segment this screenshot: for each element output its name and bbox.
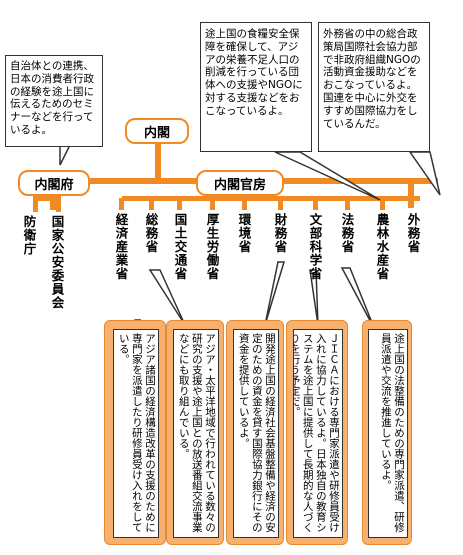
ministry-mext: 文部科学省 xyxy=(307,213,323,281)
detail-meti: アジア諸国の経済構造改革の支援のために専門家を派遣したり研修員受け入れをしている… xyxy=(113,329,159,538)
node-naikaku: 内閣 xyxy=(125,118,189,144)
detail-meti-panel: アジア諸国の経済構造改革の支援のために専門家を派遣したり研修員受け入れをしている… xyxy=(104,320,166,545)
detail-mof: 開発途上国の経済社会基盤整備や経済の安定のための資金を貸す国際協力銀行にその資金… xyxy=(233,329,279,538)
node-naikakufu: 内閣府 xyxy=(18,170,90,196)
ministry-moj: 法務省 xyxy=(339,213,355,254)
agency-kokka-koan: 国家公安委員会 xyxy=(49,215,65,310)
ministry-moe: 環境省 xyxy=(236,213,252,254)
note-maff: 途上国の食糧安全保障を確保して、アジアの栄養不足人口の削減を行っている団体への支… xyxy=(200,22,312,152)
detail-mext-panel: ＪＩＣＡにおける専門家派遣や研修員受け入れに協力しているよ。日本独自の教育システ… xyxy=(286,320,348,545)
detail-mof-panel: 開発途上国の経済社会基盤整備や経済の安定のための資金を貸す国際協力銀行にその資金… xyxy=(226,320,284,545)
ministry-mic: 総務省 xyxy=(143,213,159,254)
agency-boei: 防衛庁 xyxy=(21,215,37,256)
detail-mic-panel: アジア・太平洋地域で行われている数々の研究の支援や途上国との放送番組交流事業など… xyxy=(166,320,224,545)
node-kanbo: 内閣官房 xyxy=(196,170,284,196)
detail-moj: 途上国の法整備のための専門家派遣、研修員派遣や交流を推進しているよ。 xyxy=(368,329,408,538)
ministry-mlit: 国土交通省 xyxy=(172,213,188,281)
ministry-maff: 農林水産省 xyxy=(374,213,390,281)
note-mofa: 外務省の中の総合政策局国際社会協力部で非政府組織NGOの活動資金援助などをおこな… xyxy=(318,22,430,152)
detail-moj-panel: 途上国の法整備のための専門家派遣、研修員派遣や交流を推進しているよ。 xyxy=(362,320,412,545)
detail-mic: アジア・太平洋地域で行われている数々の研究の支援や途上国との放送番組交流事業など… xyxy=(173,329,219,538)
note-cabinet-office: 自治体との連携、日本の消費者行政の経験を途上国に伝えるためのセミナーなどを行って… xyxy=(5,55,103,147)
ministry-mhlw: 厚生労働省 xyxy=(204,213,220,281)
ministry-mof: 財務省 xyxy=(272,213,288,254)
ministry-meti: 経済産業省 xyxy=(113,213,129,281)
ministry-mofa: 外務省 xyxy=(405,213,421,254)
detail-mext: ＪＩＣＡにおける専門家派遣や研修員受け入れに協力しているよ。日本独自の教育システ… xyxy=(293,329,343,538)
